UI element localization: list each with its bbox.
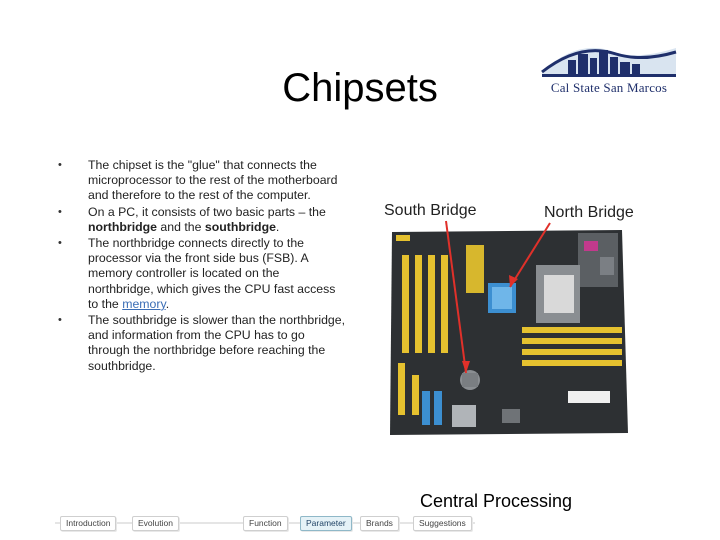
bullet-text: The northbridge connects directly to the… [88,236,336,311]
bullet-text: The chipset is the "glue" that connects … [88,158,338,203]
section-footer-label: Central Processing [420,491,573,511]
csusm-logo: Cal State San Marcos [538,38,680,96]
northbridge-term: northbridge [88,219,157,234]
slide-title: Chipsets [282,66,438,110]
memory-link[interactable]: memory [122,296,166,311]
bullet-text: On a PC, it consists of two basic parts … [88,204,326,219]
bullet-dot: • [58,159,62,171]
bullet-item-2: • On a PC, it consists of two basic part… [58,205,348,235]
north-bridge-arrow [509,222,551,288]
bullet-item-3: • The northbridge connects directly to t… [58,236,348,312]
south-bridge-label: South Bridge [384,202,477,219]
bullet-dot: • [58,237,62,250]
bullet-period: . [275,219,280,234]
nav-parameter[interactable]: Parameter [300,516,352,531]
nav-suggestions[interactable]: Suggestions [413,516,472,531]
bullet-text: The southbridge is slower than the north… [88,313,346,373]
bullet-list: • The chipset is the "glue" that connect… [58,158,348,375]
south-bridge-arrow [445,220,467,374]
bullet-dot: • [58,205,62,218]
bullet-period: . [165,296,170,311]
nav-evolution[interactable]: Evolution [132,516,179,531]
motherboard-image: South Bridge North Bridge [382,195,650,440]
nav-brands[interactable]: Brands [360,516,399,531]
north-bridge-label: North Bridge [544,204,634,221]
bullet-text-and: and the [160,219,202,234]
nav-introduction[interactable]: Introduction [60,516,117,531]
bullet-item-4: • The southbridge is slower than the nor… [58,313,348,374]
motherboard-illustration: South Bridge North Bridge [382,195,650,440]
csusm-logo-mark [541,47,677,77]
nav-function[interactable]: Function [243,516,288,531]
logo-text: Cal State San Marcos [550,80,668,95]
bullet-dot: • [58,314,62,327]
southbridge-term: southbridge [204,219,276,234]
bullet-item-1: • The chipset is the "glue" that connect… [58,158,348,204]
navigation-bar: Introduction Evolution Function Paramete… [0,512,720,536]
north-bridge-arrow-head [509,275,518,287]
south-bridge-arrow-head [462,361,470,373]
